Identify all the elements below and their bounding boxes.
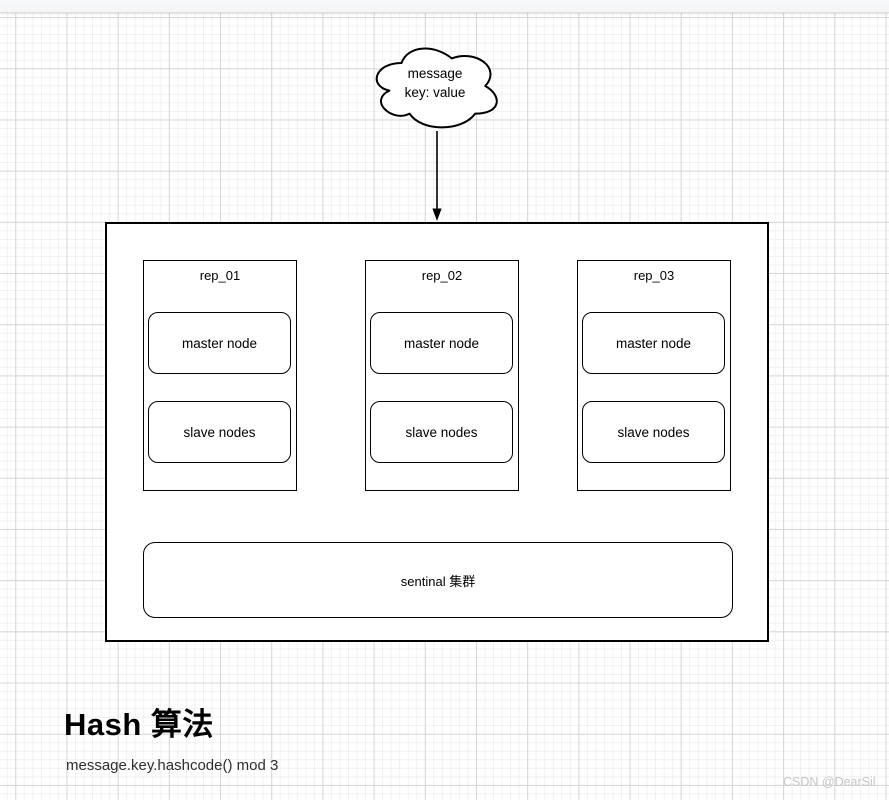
cloud-label: message key: value [368,64,502,102]
hash-formula-text: message.key.hashcode() mod 3 [66,757,279,774]
replica-label: rep_03 [633,268,675,283]
cloud-label-line2: key: value [404,85,466,100]
slave-nodes-label: slave nodes [617,424,690,440]
replica-label: rep_01 [199,268,241,283]
slave-nodes-box: slave nodes [582,401,725,463]
master-node-box: master node [582,312,725,374]
arrow-down-icon [432,131,442,221]
master-node-label: master node [615,335,692,351]
slave-nodes-box: slave nodes [148,401,291,463]
master-node-label: master node [403,335,480,351]
slave-nodes-label: slave nodes [405,424,478,440]
replica-group-rep02: rep_02 master node slave nodes [365,260,519,491]
master-node-box: master node [148,312,291,374]
sentinel-cluster-box: sentinal 集群 [143,542,733,618]
cloud-label-line1: message [407,66,463,81]
section-heading: Hash 算法 [64,707,214,742]
master-node-box: master node [370,312,513,374]
replica-group-rep03: rep_03 master node slave nodes [577,260,731,491]
cloud-shape [375,47,498,129]
slave-nodes-box: slave nodes [370,401,513,463]
slave-nodes-label: slave nodes [183,424,256,440]
sentinel-cluster-label: sentinal 集群 [400,573,476,589]
canvas-top-edge [0,0,889,13]
replica-group-rep01: rep_01 master node slave nodes [143,260,297,491]
replica-label: rep_02 [421,268,463,283]
master-node-label: master node [181,335,258,351]
csdn-watermark: CSDN @DearSil [783,775,876,789]
redis-cluster-container: rep_01 master node slave nodes rep_02 ma… [105,222,769,642]
